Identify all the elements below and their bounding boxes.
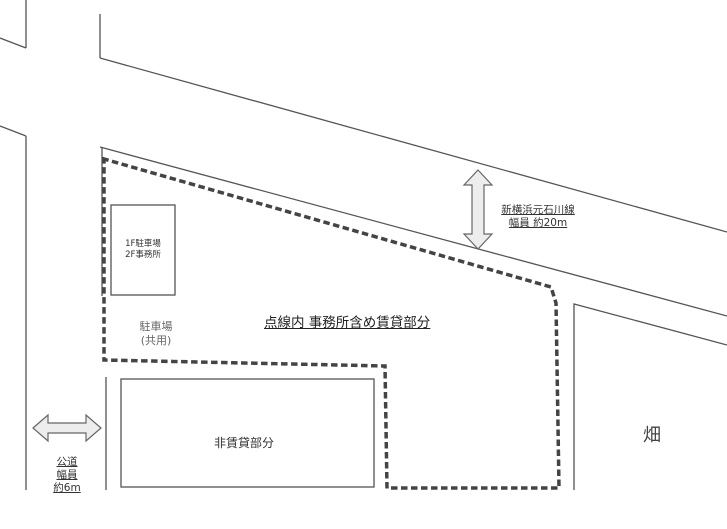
road-width-arrow <box>462 169 494 250</box>
non-leased-area <box>120 378 375 488</box>
public-road-width-caption: 幅員 <box>56 469 78 482</box>
leased-area-label: 点線内 事務所含め賃貸部分 <box>264 315 431 331</box>
side-road-lower-left <box>0 125 27 137</box>
public-road-width-value: 約6m <box>53 482 81 495</box>
field-label: 畑 <box>643 425 661 446</box>
building-label-1f: 1F駐車場 <box>125 239 161 249</box>
road-width-text: 幅員 約20m <box>508 217 568 230</box>
main-road-lower-edge <box>99 146 727 317</box>
building-label-2f: 2F事務所 <box>125 249 161 260</box>
main-road-upper-edge <box>99 57 727 233</box>
building-label: 1F駐車場 2F事務所 <box>115 239 171 260</box>
parking-label: 駐車場 (共用) <box>124 320 188 348</box>
road-name-text: 新横浜元石川線 <box>501 204 575 216</box>
parking-label-shared: (共用) <box>140 333 172 347</box>
public-road-label: 公道 幅員 約6m <box>46 456 88 495</box>
road-name-label: 新横浜元石川線 幅員 約20m <box>496 204 580 230</box>
non-leased-label: 非賃貸部分 <box>214 436 275 450</box>
public-road-arrow <box>32 413 102 443</box>
road-edge-top-left-left <box>0 37 27 49</box>
leased-area-boundary <box>102 156 561 490</box>
field-outline <box>573 303 727 490</box>
public-road-name: 公道 <box>56 456 78 468</box>
office-building <box>110 204 176 296</box>
parking-label-name: 駐車場 <box>139 320 173 333</box>
